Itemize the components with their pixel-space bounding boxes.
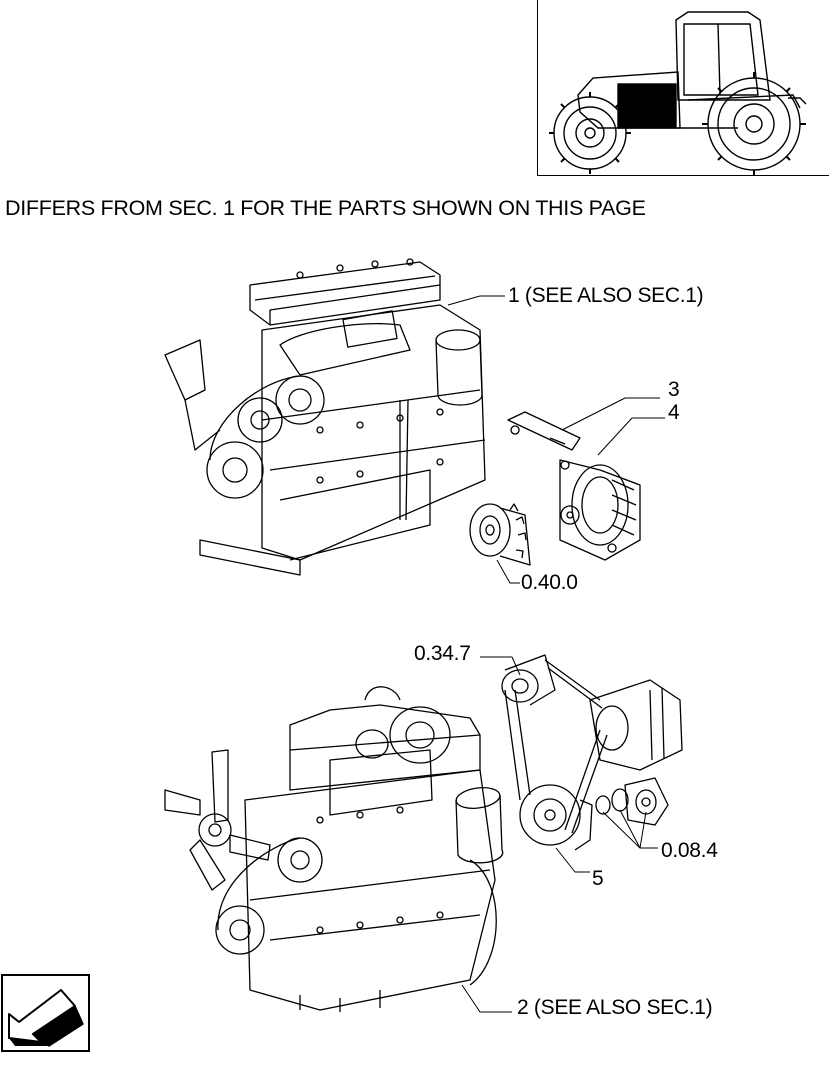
callout-ref-0-34-7: 0.34.7	[414, 642, 471, 665]
previous-page-arrow-icon	[8, 989, 84, 1047]
tractor-locator-icon	[549, 11, 807, 175]
pulley-drawing	[469, 503, 531, 566]
engine-upper-drawing	[164, 258, 486, 576]
tractor-inset	[537, 0, 829, 176]
leader-lines	[447, 295, 665, 1013]
alternator-drawing	[559, 459, 641, 561]
callout-ref-0-08-4: 0.08.4	[661, 839, 718, 862]
callout-part-1: 1 (SEE ALSO SEC.1)	[508, 284, 704, 307]
engine-lower-drawing	[164, 686, 504, 1012]
page-heading: DIFFERS FROM SEC. 1 FOR THE PARTS SHOWN …	[5, 196, 646, 220]
bracket-drawing	[507, 411, 581, 451]
belt-drive-drawing	[501, 654, 683, 851]
callout-part-2: 2 (SEE ALSO SEC.1)	[517, 996, 713, 1019]
callout-part-4: 4	[668, 401, 680, 424]
callout-part-5: 5	[592, 867, 604, 890]
previous-page-button[interactable]	[1, 974, 90, 1052]
callout-ref-0-40-0: 0.40.0	[521, 571, 578, 594]
callout-part-3: 3	[668, 378, 680, 401]
